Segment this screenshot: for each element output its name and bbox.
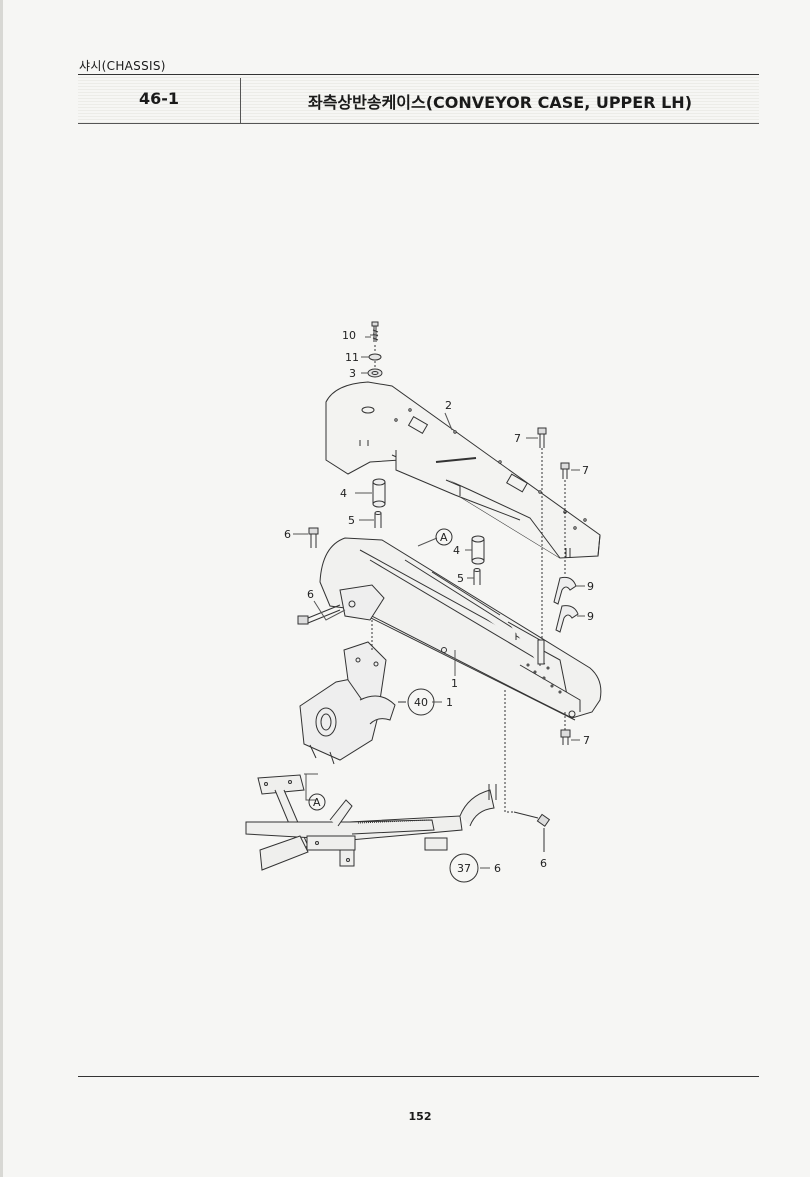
callout-5-left: 5 — [348, 514, 355, 527]
callout-3: 3 — [349, 367, 356, 380]
washer-11 — [368, 353, 382, 361]
callout-11: 11 — [345, 351, 359, 364]
bolt-7-upper — [537, 427, 547, 650]
callout-10: 10 — [342, 329, 356, 342]
callout-7-right: 7 — [582, 464, 589, 477]
callout-a-upper: A — [440, 531, 448, 544]
callout-6-upper: 6 — [284, 528, 291, 541]
section-label: 샤시(CHASSIS) — [79, 59, 166, 73]
bolt-6-lower — [513, 811, 551, 852]
header-box — [78, 75, 759, 123]
bracket-9-upper — [553, 576, 577, 605]
callout-7-upper: 7 — [514, 432, 521, 445]
gearbox-40 — [299, 641, 396, 765]
page-title: 좌측상반송케이스(CONVEYOR CASE, UPPER LH) — [307, 93, 693, 112]
page-edge — [0, 0, 3, 1177]
page-number: 152 — [408, 1110, 432, 1123]
pin-5-left — [374, 511, 382, 528]
callout-1-ref: 1 — [446, 696, 453, 709]
callout-5-right: 5 — [457, 572, 464, 585]
header-divider — [240, 78, 241, 123]
lower-frame — [245, 774, 497, 871]
ref-a-lower — [308, 793, 326, 811]
callout-6-mid: 6 — [307, 588, 314, 601]
ref-37 — [449, 853, 479, 883]
callout-7-bottom: 7 — [583, 734, 590, 747]
header-rule-top — [78, 74, 759, 75]
ref-a-upper — [435, 528, 453, 546]
mount-plate — [339, 584, 385, 621]
callout-6-ref: 6 — [494, 862, 501, 875]
callout-40: 40 — [414, 696, 428, 709]
tube-4-left — [372, 478, 386, 508]
washer-3 — [367, 368, 383, 378]
leader-lines — [293, 412, 585, 869]
conveyor-cover-2 — [325, 381, 601, 559]
callout-4-left: 4 — [340, 487, 347, 500]
figure-number: 46-1 — [138, 89, 180, 108]
footer-rule — [78, 1076, 759, 1077]
bolt-6-angled — [297, 604, 341, 625]
bolt-7-right — [560, 462, 570, 575]
conveyor-case-1 — [319, 537, 602, 721]
bolt-6-left — [308, 527, 319, 548]
callout-2: 2 — [445, 399, 452, 412]
callout-37: 37 — [457, 862, 471, 875]
callout-9-lower: 9 — [587, 610, 594, 623]
callout-4-right: 4 — [453, 544, 460, 557]
bolt-10 — [371, 321, 379, 342]
callout-6-lower: 6 — [540, 857, 547, 870]
tube-4-right — [471, 535, 485, 565]
callout-a-lower: A — [313, 796, 321, 809]
bolt-7-bottom — [560, 712, 571, 745]
callout-9-upper: 9 — [587, 580, 594, 593]
pin-5-right — [473, 568, 481, 585]
callout-1-case: 1 — [451, 677, 458, 690]
header-rule-bottom — [78, 123, 759, 124]
bracket-9-lower — [555, 605, 579, 633]
